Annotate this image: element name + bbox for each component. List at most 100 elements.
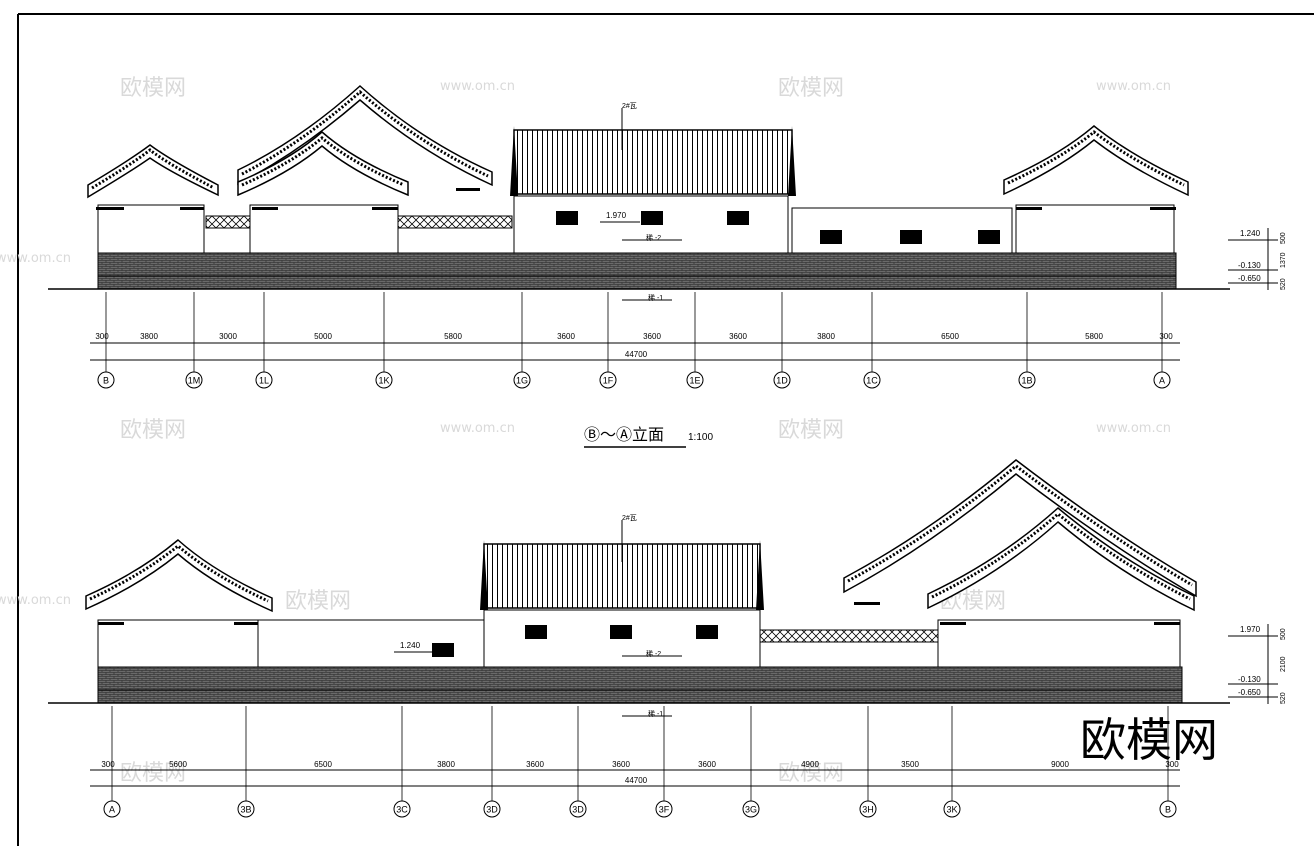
axis-label: 3H — [862, 805, 874, 815]
axis-bubble — [1153, 371, 1171, 389]
dimension-label: 9000 — [1051, 760, 1069, 769]
axis-label: 1B — [1021, 376, 1032, 386]
height-dim: 2100 — [1280, 656, 1287, 672]
elevation-top: 2#瓦 1.970 稀 -2 稀 -1 1.240 -0.130 -0.650 … — [48, 84, 1287, 448]
total-dimension: 44700 — [625, 350, 648, 359]
watermark-brand: 欧模网 — [120, 418, 186, 443]
axis-label: B — [103, 376, 109, 386]
watermark-site: www.om.cn — [0, 593, 71, 608]
dimension-label: 3600 — [557, 332, 575, 341]
level-label: 1.970 — [606, 211, 627, 220]
base-note: 稀 -1 — [648, 709, 663, 718]
watermark-site: www.om.cn — [440, 79, 515, 94]
axis-bubble — [375, 371, 393, 389]
axis-label: 1G — [516, 376, 528, 386]
pavilion-roof-left — [87, 144, 219, 254]
axis-bubble — [237, 800, 255, 818]
dimension-label: 6500 — [941, 332, 959, 341]
axis-label: 1M — [188, 376, 201, 386]
axis-label: 1L — [259, 376, 269, 386]
watermark-site: www.om.cn — [0, 251, 71, 266]
level-label: 1.240 — [400, 641, 421, 650]
dimension-chain — [90, 769, 1180, 787]
wall-note: 稀 -2 — [646, 233, 661, 242]
height-dim: 520 — [1280, 278, 1287, 290]
watermark-brand: 欧模网 — [778, 761, 844, 786]
watermark-brand: 欧模网 — [120, 761, 186, 786]
height-dim: 1370 — [1280, 252, 1287, 268]
lattice-wall — [397, 215, 513, 229]
axis-label: 3B — [240, 805, 251, 815]
axis-bubble — [103, 800, 121, 818]
dimension-label: 300 — [1159, 332, 1173, 341]
double-roof-house — [843, 459, 1197, 668]
dimension-label: 3600 — [698, 760, 716, 769]
dimension-label: 5000 — [314, 332, 332, 341]
axis-label: A — [1159, 376, 1165, 386]
elevation-scale: 1:100 — [688, 432, 713, 443]
axis-bubble — [1159, 800, 1177, 818]
axis-label: 1C — [866, 376, 878, 386]
level-label: -0.650 — [1238, 274, 1261, 283]
axis-label: 3D — [486, 805, 498, 815]
dimension-label: 5600 — [169, 760, 187, 769]
dimension-label: 5800 — [444, 332, 462, 341]
lattice-wall — [759, 629, 939, 643]
dimension-label: 300 — [95, 332, 109, 341]
elevation-title: Ⓑ～Ⓐ立面 — [584, 426, 664, 444]
axis-bubble — [863, 371, 881, 389]
dimension-label: 3000 — [219, 332, 237, 341]
roof-note: 2#瓦 — [622, 514, 637, 522]
base-note: 稀 -1 — [648, 293, 663, 302]
watermark-brand: 欧模网 — [778, 76, 844, 101]
level-label: -0.130 — [1238, 675, 1261, 684]
level-markers: 1.240 -0.130 -0.650 500 1370 520 — [1228, 228, 1287, 290]
watermark-brand: 欧模网 — [778, 418, 844, 443]
axis-label: 1D — [776, 376, 788, 386]
axis-label: 3C — [396, 805, 408, 815]
central-hall — [480, 540, 764, 668]
dimension-label: 300 — [1165, 760, 1179, 769]
pavilion-roof-right — [1003, 125, 1189, 254]
axis-bubble — [255, 371, 273, 389]
dimension-labels: 300 3800 3000 5000 5800 3600 3600 3600 3… — [95, 332, 1173, 359]
watermark-site: www.om.cn — [440, 421, 515, 436]
axis-bubble — [686, 371, 704, 389]
axis-bubble — [943, 800, 961, 818]
axis-label: 3K — [946, 805, 957, 815]
watermark-site: www.om.cn — [1096, 421, 1171, 436]
dimension-label: 3800 — [817, 332, 835, 341]
height-dim: 520 — [1280, 692, 1287, 704]
level-label: -0.650 — [1238, 688, 1261, 697]
sheet-frame — [17, 13, 1314, 846]
dimension-label: 4900 — [801, 760, 819, 769]
elevation-bottom: 2#瓦 1.240 稀 -2 稀 -1 1.970 -0.130 -0.650 … — [48, 459, 1287, 818]
lattice-wall — [205, 215, 251, 229]
dimension-label: 3500 — [901, 760, 919, 769]
dimension-label: 300 — [101, 760, 115, 769]
axis-bubble — [859, 800, 877, 818]
watermark-layer: 欧模网 www.om.cn 欧模网 www.om.cn 欧模网 www.om.c… — [0, 76, 1171, 786]
dimension-chain — [90, 342, 1180, 361]
watermark-brand: 欧模网 — [120, 76, 186, 101]
axis-label: 3G — [745, 805, 757, 815]
axis-bubble — [742, 800, 760, 818]
axis-bubble — [1018, 371, 1036, 389]
brand-logo: 欧模网 — [1080, 714, 1218, 766]
axis-label: 3F — [659, 805, 670, 815]
axis-label: B — [1165, 805, 1171, 815]
dimension-label: 5800 — [1085, 332, 1103, 341]
axis-bubble — [655, 800, 673, 818]
axis-bubble — [599, 371, 617, 389]
dimension-label: 3600 — [526, 760, 544, 769]
roof-note: 2#瓦 — [622, 102, 637, 110]
axis-label: 1F — [603, 376, 614, 386]
watermark-site: www.om.cn — [1096, 79, 1171, 94]
dimension-label: 3600 — [643, 332, 661, 341]
axis-label: 1K — [378, 376, 389, 386]
dimension-label: 3600 — [729, 332, 747, 341]
dimension-label: 3600 — [612, 760, 630, 769]
central-hall — [510, 126, 796, 254]
